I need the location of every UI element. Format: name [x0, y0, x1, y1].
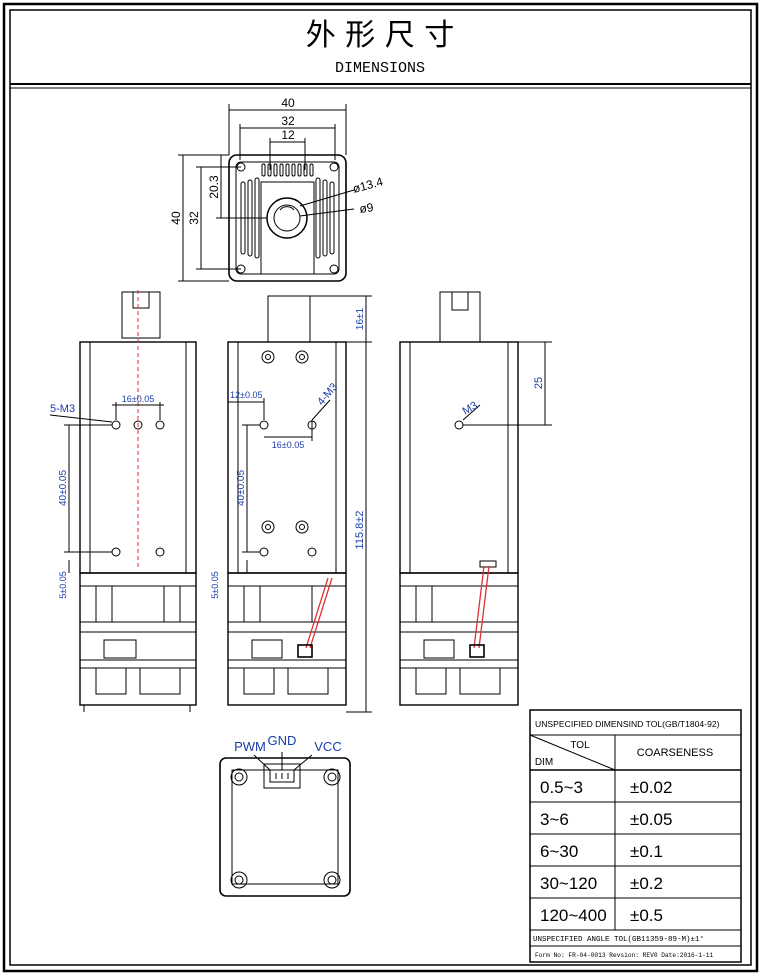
side-view-1: [49, 290, 197, 712]
connector: [469, 644, 485, 658]
pin-label-gnd: GND: [268, 733, 297, 748]
sv3-offset-label: 25: [533, 377, 545, 389]
table-header-tol: TOL: [570, 740, 590, 751]
bottom-view: [219, 752, 351, 897]
tolerance-table: [529, 709, 742, 963]
table-range-cell: 3~6: [540, 810, 569, 829]
bottom-view-body: [219, 757, 351, 897]
dim-height-20-3: 20.3: [207, 175, 221, 199]
mount-hole: [259, 420, 269, 430]
mount-hole: [111, 420, 121, 430]
side-view-3: [399, 291, 552, 706]
sv2-length-label: 115.8±2: [354, 511, 366, 550]
dim-bore-9: ø9: [358, 200, 374, 216]
sv2-thread-label: 4-M3: [315, 381, 340, 408]
side-view-3-shaft: [439, 291, 481, 343]
sv1-bottom-label: 5±0.05: [58, 571, 68, 598]
sv1-thread-label: 5-M3: [50, 403, 75, 415]
corner-screw: [230, 768, 248, 786]
sv2-spacing-label: 16±0.05: [272, 440, 304, 450]
sv3-thread-label: M3: [461, 400, 480, 418]
table-range-cell: 6~30: [540, 842, 578, 861]
side-view-2: [227, 295, 372, 713]
dim-height-40: 40: [169, 211, 183, 225]
sv1-spacing-label: 16±0.05: [122, 394, 154, 404]
side-view-2-body: [227, 341, 347, 574]
sv2-bottom-label: 5±0.05: [210, 571, 220, 598]
inner-frame: [9, 9, 752, 966]
side-view-1-shaft: [121, 291, 161, 339]
pin-label-pwm: PWM: [234, 739, 266, 754]
table-angle-note: UNSPECIFIED ANGLE TOL(GB11359-89-M)±1°: [533, 935, 704, 944]
table-header-coarseness: COARSENESS: [637, 747, 713, 759]
dim-width-32: 32: [281, 114, 295, 128]
sv2-shaft-label: 16±1: [355, 307, 366, 330]
side-view-2-gearbox: [227, 572, 347, 706]
tolerance-table-frame: [529, 709, 742, 963]
top-view: [178, 104, 355, 282]
table-title: UNSPECIFIED DIMENSIND TOL(GB/T1804-92): [535, 719, 720, 729]
side-view-1-gearbox: [79, 572, 197, 706]
dim-width-12: 12: [281, 128, 295, 142]
table-tol-cell: ±0.5: [630, 906, 663, 925]
dim-height-32: 32: [187, 211, 201, 225]
sv2-offset-label: 12±0.05: [230, 390, 262, 400]
table-header-dim: DIM: [535, 757, 553, 768]
table-form-note: Form No: FR-04-0013 Revsion: REV0 Date:2…: [535, 952, 714, 959]
table-tol-cell: ±0.02: [630, 778, 672, 797]
table-header-diagonal: [529, 734, 616, 771]
dim-width-40: 40: [281, 96, 295, 110]
shaft-bore-outer: [266, 197, 308, 239]
pin-label-vcc: VCC: [314, 739, 341, 754]
wire-harness: [305, 577, 333, 649]
page-title-cn: 外 形 尺 寸: [306, 18, 455, 53]
side-view-3-body: [399, 341, 519, 574]
side-view-2-shaft: [267, 295, 311, 343]
shaft-bore-inner: [273, 204, 301, 232]
side-view-3-gearbox: [399, 572, 519, 706]
connector: [297, 644, 313, 658]
table-range-cell: 30~120: [540, 874, 597, 893]
table-range-cell: 0.5~3: [540, 778, 583, 797]
top-view-fins-right: [315, 177, 335, 259]
table-range-cell: 120~400: [540, 906, 607, 925]
screw-head: [261, 350, 275, 364]
wire-harness: [473, 565, 490, 649]
page-title-en: DIMENSIONS: [335, 60, 425, 77]
sv1-vertical-label: 40±0.05: [58, 470, 69, 507]
table-tol-cell: ±0.1: [630, 842, 663, 861]
table-tol-cell: ±0.2: [630, 874, 663, 893]
dim-bore-13-4: ø13.4: [351, 174, 385, 196]
mount-hole: [454, 420, 464, 430]
table-tol-cell: ±0.05: [630, 810, 672, 829]
sv2-vertical-label: 40±0.05: [236, 470, 247, 507]
